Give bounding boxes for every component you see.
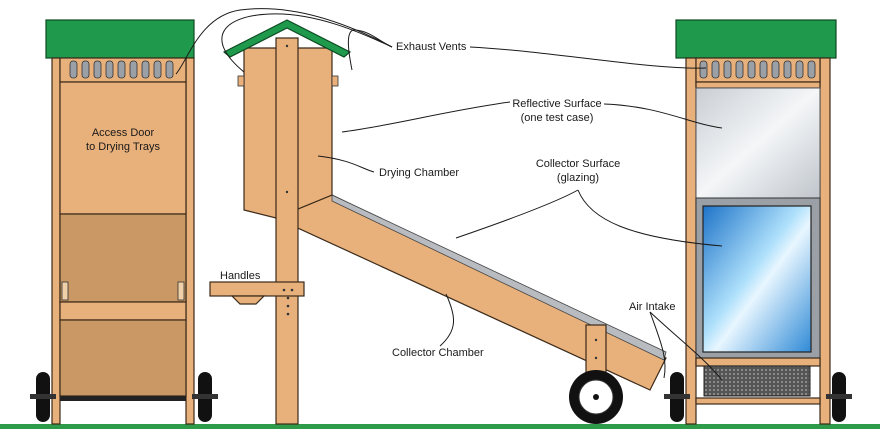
ground-line bbox=[0, 424, 880, 429]
air-intake-mesh bbox=[703, 365, 811, 397]
front-left-post bbox=[685, 57, 697, 425]
side-vent-right bbox=[331, 75, 339, 87]
rear-roof bbox=[45, 19, 195, 59]
leader-lines bbox=[175, 8, 723, 381]
front-roof bbox=[675, 19, 837, 59]
label-air-intake: Air Intake bbox=[629, 301, 675, 313]
front-vent-slats bbox=[699, 60, 816, 79]
front-view-unit bbox=[664, 19, 852, 425]
label-handles: Handles bbox=[220, 270, 261, 282]
label-drying-chamber: Drying Chamber bbox=[379, 167, 459, 179]
rear-bottom-panel bbox=[59, 319, 187, 397]
label-collector-surface-note: (glazing) bbox=[557, 172, 599, 184]
rear-lower-panel bbox=[59, 213, 187, 303]
rear-handle-left bbox=[61, 281, 69, 301]
rear-axle-left bbox=[30, 394, 56, 399]
collector-chamber-body bbox=[274, 194, 667, 391]
label-collector-surface: Collector Surface bbox=[536, 158, 620, 170]
rear-cross-rail bbox=[59, 301, 187, 321]
side-roof bbox=[222, 19, 352, 58]
label-collector-chamber: Collector Chamber bbox=[392, 347, 484, 359]
label-reflective-surface: Reflective Surface bbox=[512, 98, 601, 110]
label-exhaust-vents: Exhaust Vents bbox=[396, 41, 467, 53]
side-center-post bbox=[275, 37, 299, 425]
handle-bar bbox=[209, 281, 305, 297]
rear-vent-slats bbox=[69, 60, 174, 79]
reflective-surface-panel bbox=[695, 87, 821, 199]
label-access-door: Access Door bbox=[92, 127, 155, 139]
rear-view-unit bbox=[30, 19, 218, 425]
rear-right-post bbox=[185, 57, 195, 425]
rear-base-bar bbox=[60, 396, 186, 401]
side-vent-left bbox=[237, 75, 245, 87]
glazing-panel bbox=[702, 205, 812, 353]
collector-glazing-strip bbox=[331, 194, 667, 361]
side-view-unit bbox=[209, 19, 667, 425]
rear-handle-right bbox=[177, 281, 185, 301]
access-door bbox=[59, 81, 187, 215]
label-reflective-surface-note: (one test case) bbox=[521, 112, 594, 124]
rear-left-post bbox=[51, 57, 61, 425]
labels: Exhaust Vents Reflective Surface (one te… bbox=[86, 41, 675, 359]
rear-axle-right bbox=[192, 394, 218, 399]
handle-grip bbox=[230, 295, 266, 305]
front-right-post bbox=[819, 57, 831, 425]
label-access-door-note: to Drying Trays bbox=[86, 141, 160, 153]
